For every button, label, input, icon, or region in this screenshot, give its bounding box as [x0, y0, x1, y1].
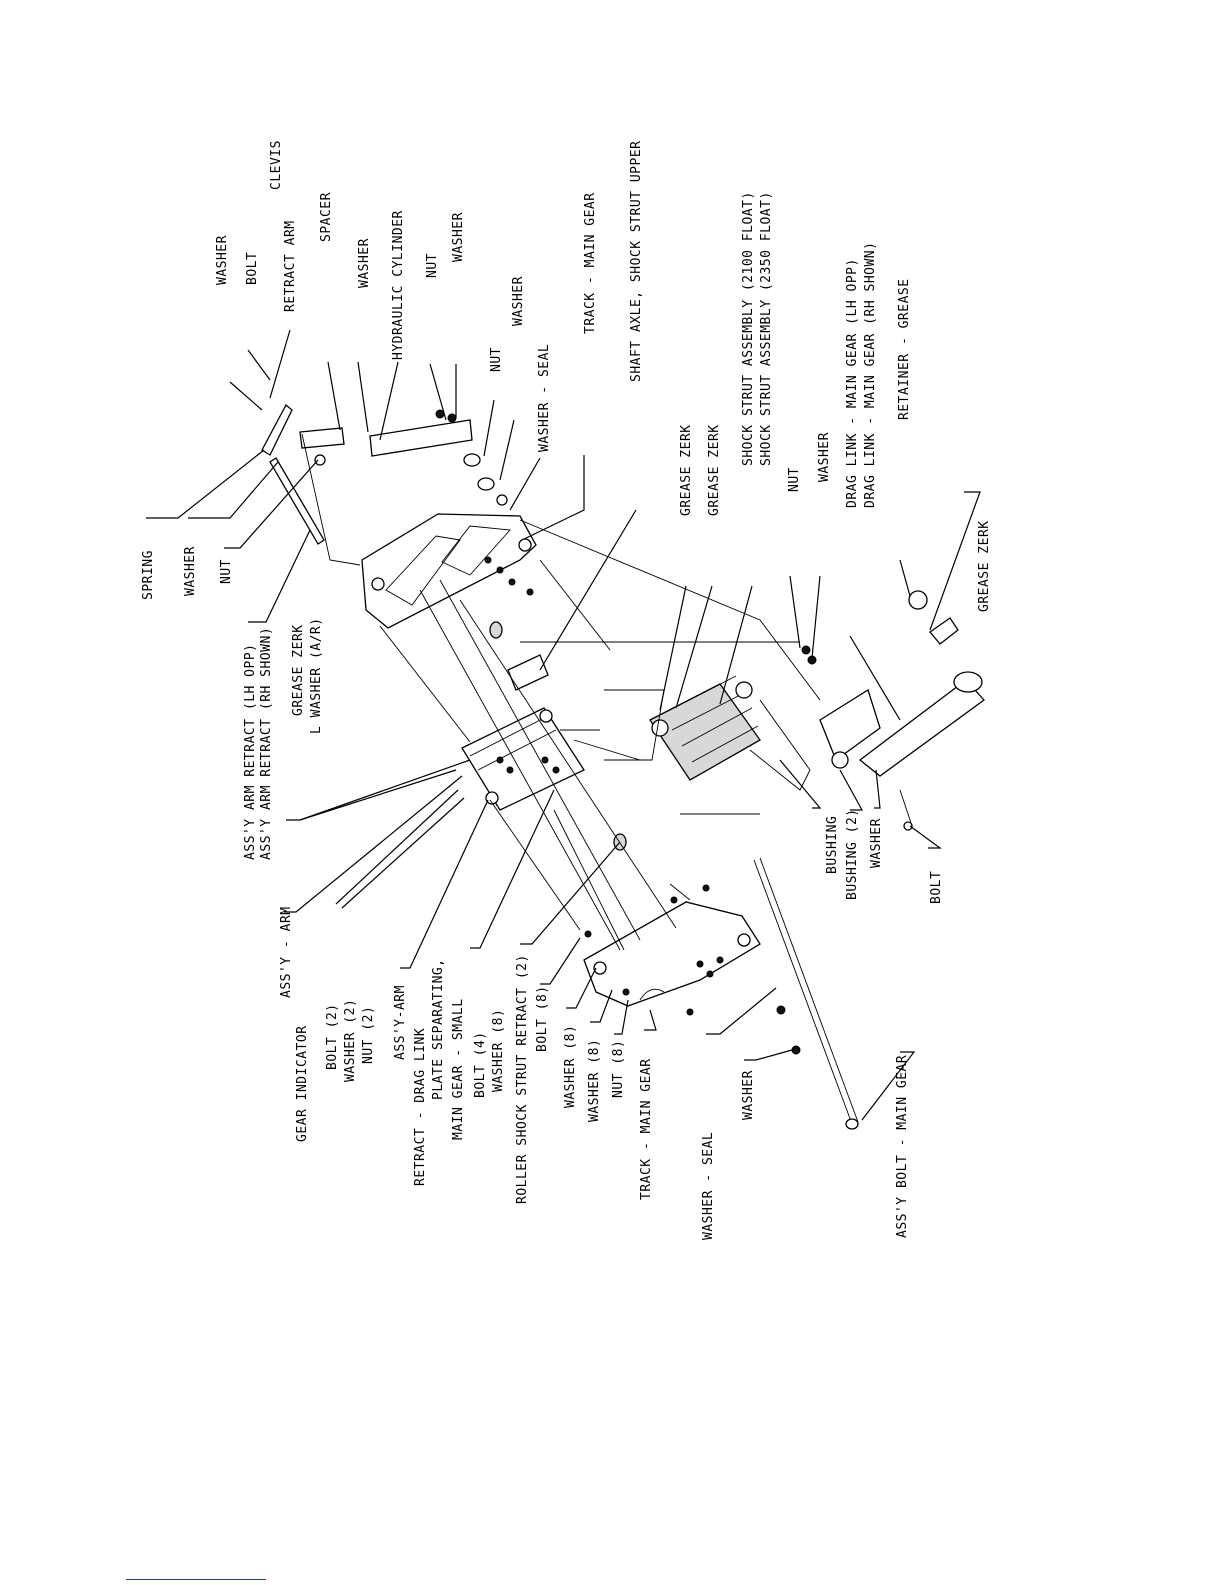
drag-link [801, 590, 985, 777]
label-washer-7: WASHER [869, 818, 884, 868]
label-washer-1: WASHER [215, 235, 230, 285]
assembly-lines [301, 433, 821, 951]
label-arm-retract-lh: ASS'Y ARM RETRACT (LH OPP) [243, 644, 258, 861]
track-plate-upper [361, 513, 537, 629]
main-gear-bolt [753, 789, 913, 1130]
shock-strut-assembly [604, 675, 811, 791]
label-washer-5: WASHER [817, 432, 832, 482]
label-washer-8x-2: WASHER (8) [563, 1025, 578, 1108]
label-washer-seal-2: WASHER - SEAL [701, 1132, 716, 1240]
part-labels: WASHER BOLT RETRACT ARM CLEVIS SPACER WA… [141, 140, 992, 1240]
label-grease-zerk-3: GREASE ZERK [977, 520, 992, 612]
label-nut-1: NUT [425, 253, 440, 278]
label-shaft-axle: SHAFT AXLE, SHOCK STRUT UPPER [629, 141, 644, 382]
label-nut-4: NUT [219, 559, 234, 584]
label-washer-6: WASHER [183, 546, 198, 596]
leader-lines [146, 329, 981, 1121]
label-grease-zerk-1: GREASE ZERK [679, 424, 694, 516]
label-arm-retract-rh: ASS'Y ARM RETRACT (RH SHOWN) [259, 627, 274, 860]
label-grease-zerk-2: GREASE ZERK [707, 424, 722, 516]
label-shock-strut-2100: SHOCK STRUT ASSEMBLY (2100 FLOAT) [741, 191, 756, 466]
label-shock-strut-2350: SHOCK STRUT ASSEMBLY (2350 FLOAT) [759, 191, 774, 466]
label-nut-2: NUT [489, 347, 504, 372]
track-plate-lower [583, 901, 761, 1007]
label-nut-8x: NUT (8) [611, 1040, 626, 1098]
hydraulic-cylinder [261, 403, 508, 545]
retract-arm-bracket [461, 707, 585, 811]
label-washer-8x-3: WASHER (8) [587, 1039, 602, 1122]
label-washer-seal-1: WASHER - SEAL [537, 344, 552, 452]
label-grease-zerk-4: GREASE ZERK [291, 624, 306, 716]
label-main-gear-small: MAIN GEAR - SMALL [451, 998, 466, 1140]
label-washer-4: WASHER [511, 276, 526, 326]
label-washer-8x-1: WASHER (8) [491, 1009, 506, 1092]
label-clevis: CLEVIS [269, 140, 284, 190]
label-bushing-2: BUSHING (2) [845, 808, 860, 900]
label-track-main-gear-1: TRACK - MAIN GEAR [583, 192, 598, 334]
label-nut-3: NUT [787, 467, 802, 492]
label-plate-separating: PLATE SEPARATING, [431, 958, 446, 1100]
diagram-parts [261, 403, 985, 1130]
label-l-washer: L WASHER (A/R) [309, 617, 324, 734]
label-bolt-8x: BOLT (8) [535, 985, 550, 1052]
label-bolt-2x: BOLT (2) [325, 1003, 340, 1070]
label-nut-2x: NUT (2) [361, 1006, 376, 1064]
footnote-separator [126, 1579, 266, 1580]
label-bolt-2: BOLT [929, 871, 944, 904]
label-retract-drag-link: RETRACT - DRAG LINK [413, 1028, 428, 1186]
label-roller-shock: ROLLER SHOCK STRUT RETRACT (2) [515, 954, 530, 1204]
label-assy-arm: ASS'Y - ARM [279, 906, 294, 998]
label-assy-bolt-main-gear: ASS'Y BOLT - MAIN GEAR [895, 1055, 910, 1238]
label-bushing: BUSHING [825, 816, 840, 874]
label-washer-2: WASHER [357, 238, 372, 288]
label-gear-indicator: GEAR INDICATOR [295, 1025, 310, 1142]
label-hydraulic-cylinder: HYDRAULIC CYLINDER [391, 210, 406, 360]
label-bolt-1: BOLT [245, 252, 260, 285]
label-spacer: SPACER [319, 192, 334, 242]
label-washer-2x: WASHER (2) [343, 999, 358, 1082]
label-retainer-grease: RETAINER - GREASE [897, 278, 912, 420]
label-bolt-4x: BOLT (4) [473, 1031, 488, 1098]
plate-bolts [484, 556, 724, 1016]
label-track-main-gear-2: TRACK - MAIN GEAR [639, 1058, 654, 1200]
label-drag-link-rh: DRAG LINK - MAIN GEAR (RH SHOWN) [863, 242, 878, 508]
label-drag-link-lh: DRAG LINK - MAIN GEAR (LH OPP) [845, 258, 860, 508]
label-retract-arm: RETRACT ARM [283, 220, 298, 312]
label-assy-arm-2: ASS'Y-ARM [393, 985, 408, 1060]
label-washer-9: WASHER [741, 1070, 756, 1120]
label-spring: SPRING [141, 550, 156, 600]
label-washer-3: WASHER [451, 212, 466, 262]
